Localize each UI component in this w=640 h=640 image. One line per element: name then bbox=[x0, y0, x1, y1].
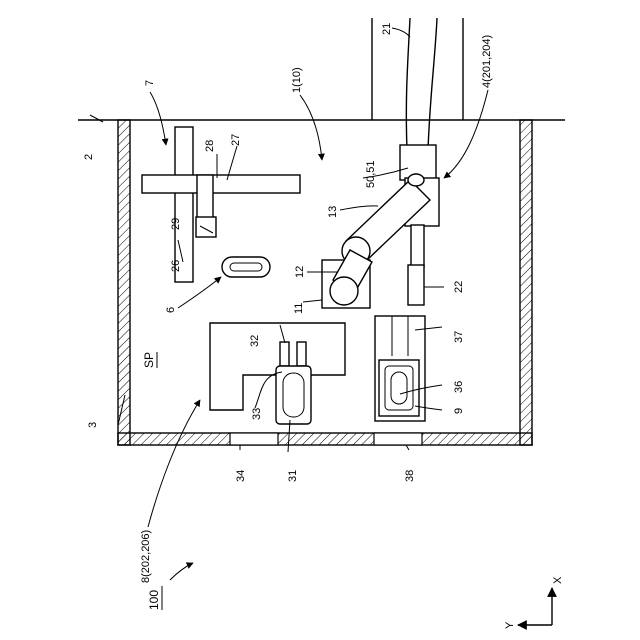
axis-y-label: Y bbox=[504, 621, 516, 629]
label-4: 4(201,204) bbox=[481, 35, 493, 88]
label-11: 11 bbox=[293, 303, 305, 314]
axis-indicator bbox=[518, 588, 552, 625]
label-50-51: 50,51 bbox=[365, 160, 377, 188]
label-36: 36 bbox=[453, 381, 465, 393]
label-31: 31 bbox=[287, 470, 299, 482]
label-28: 28 bbox=[204, 140, 216, 152]
carrier-item bbox=[222, 257, 270, 277]
label-29: 29 bbox=[170, 218, 182, 230]
end-effector bbox=[322, 250, 372, 308]
label-33: 33 bbox=[251, 408, 263, 420]
label-9: 9 bbox=[453, 408, 465, 414]
stand-structure bbox=[142, 127, 300, 282]
label-100: 100 bbox=[147, 590, 161, 610]
label-sp: SP bbox=[142, 352, 156, 368]
label-3: 3 bbox=[87, 422, 99, 428]
label-7: 7 bbox=[144, 80, 156, 86]
label-32: 32 bbox=[249, 335, 261, 347]
label-12: 12 bbox=[294, 266, 306, 278]
label-2: 2 bbox=[83, 154, 95, 160]
station-rack bbox=[375, 316, 425, 421]
label-27: 27 bbox=[230, 134, 242, 146]
label-1: 1(10) bbox=[291, 67, 303, 93]
label-22: 22 bbox=[453, 281, 465, 293]
label-21: 21 bbox=[381, 23, 393, 35]
leader-lines bbox=[90, 28, 488, 580]
label-37: 37 bbox=[453, 331, 465, 343]
label-6: 6 bbox=[165, 307, 177, 313]
cable bbox=[406, 18, 437, 150]
label-8: 8(202,206) bbox=[140, 530, 152, 583]
label-13: 13 bbox=[327, 206, 339, 218]
label-26: 26 bbox=[170, 260, 182, 272]
label-34: 34 bbox=[235, 470, 247, 482]
label-38: 38 bbox=[404, 470, 416, 482]
axis-x-label: X bbox=[552, 576, 564, 584]
